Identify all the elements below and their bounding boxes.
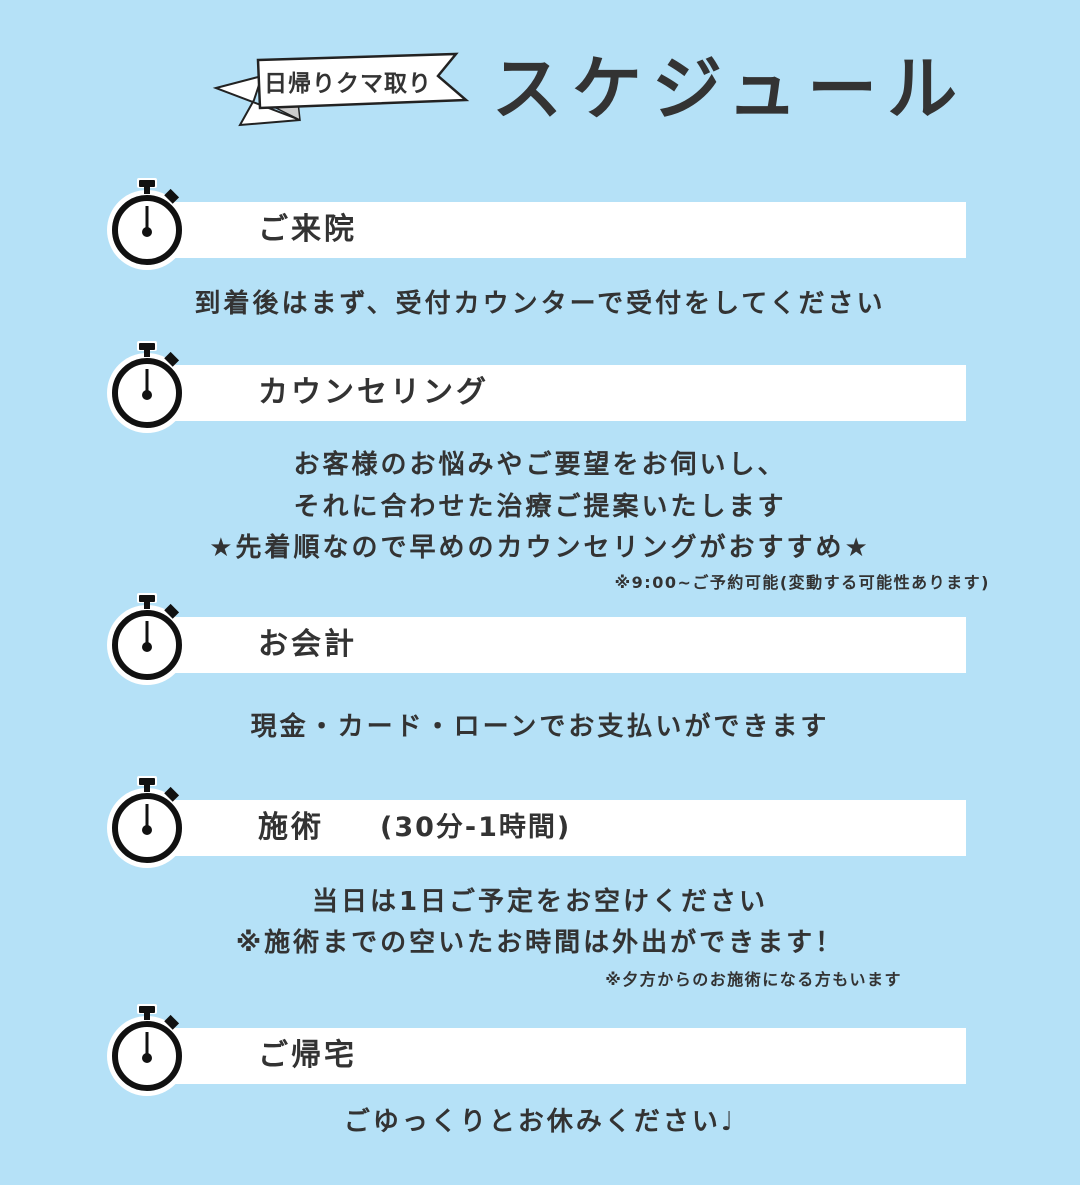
step-duration: (30分-1時間)	[380, 812, 572, 843]
stopwatch-icon	[107, 178, 187, 270]
step-text: 当日は1日ご予定をお空けください	[311, 887, 769, 917]
ribbon-banner	[212, 52, 470, 127]
step-band-return-home: ご帰宅	[170, 1028, 966, 1084]
step-note: ※9:00~ご予約可能(変動する可能性あります)	[614, 573, 990, 592]
step-text: ※施術までの空いたお時間は外出ができます！	[235, 928, 845, 958]
step-text: お客様のお悩みやご要望をお伺いし、	[293, 450, 787, 480]
step-label: お会計	[258, 627, 357, 662]
stopwatch-icon	[107, 593, 187, 685]
step-band-arrival: ご来院	[170, 202, 966, 258]
step-band-payment: お会計	[170, 617, 966, 673]
step-label: カウンセリング	[258, 375, 489, 410]
step-text: それに合わせた治療ご提案いたします	[293, 492, 787, 522]
step-band-counseling: カウンセリング	[170, 365, 966, 421]
step-note: ※夕方からのお施術になる方もいます	[605, 970, 902, 989]
page-title: スケジュール	[492, 48, 968, 130]
stopwatch-icon	[107, 1004, 187, 1096]
step-label: ご帰宅	[258, 1038, 357, 1073]
step-text: 到着後はまず、受付カウンターで受付をしてください	[194, 289, 886, 319]
step-text: 現金・カード・ローンでお支払いができます	[250, 712, 830, 742]
ribbon-text: 日帰りクマ取り	[264, 71, 432, 97]
step-label: 施術	[258, 810, 324, 845]
stopwatch-icon	[107, 341, 187, 433]
step-text: ★先着順なので早めのカウンセリングがおすすめ★	[209, 533, 871, 563]
stopwatch-icon	[107, 776, 187, 868]
step-band-treatment: 施術 (30分-1時間)	[170, 800, 966, 856]
step-text: ごゆっくりとお休みください♩	[343, 1107, 737, 1137]
step-label: ご来院	[258, 212, 357, 247]
